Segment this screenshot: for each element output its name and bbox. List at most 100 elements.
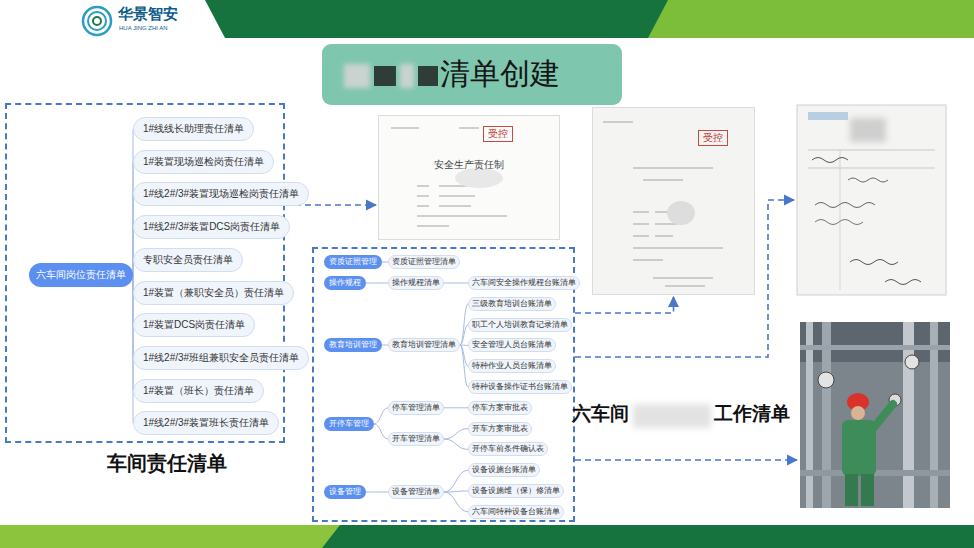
node-text: 三级教育培训台账清单 <box>472 299 552 308</box>
tree-connector <box>444 491 468 492</box>
node-text: 资质证照管理清单 <box>392 257 456 266</box>
list-pill: 三级教育培训台账清单 <box>468 297 556 311</box>
list-pill: 1#装置DCS岗责任清单 <box>133 313 255 337</box>
dashed-arrow <box>575 297 674 313</box>
node-text: 开停车管理 <box>329 419 369 428</box>
document-image: 受控安全生产责任制 <box>378 115 560 240</box>
title-text: 清单创建 <box>440 54 560 95</box>
document-art <box>593 108 755 295</box>
list-pill: 设备管理清单 <box>388 485 444 499</box>
tree-connector <box>374 408 388 424</box>
node-text: 特种作业人员台账清单 <box>472 361 552 370</box>
root-pill: 六车间岗位责任清单 <box>29 263 133 287</box>
node-text: 1#线线长助理责任清单 <box>143 123 244 134</box>
tree-connector <box>460 345 468 387</box>
list-pill: 1#线线长助理责任清单 <box>133 117 254 141</box>
header-band <box>205 0 974 38</box>
list-pill: 职工个人培训教育记录清单 <box>468 318 572 332</box>
title-banner: 清单创建 <box>322 44 622 105</box>
node-text: 资质证照管理 <box>329 257 377 266</box>
node-text: 1#线2#/3#班组兼职安全员责任清单 <box>143 352 299 363</box>
node-text: 设备设施台账清单 <box>472 465 536 474</box>
node-text: 教育培训管理清单 <box>392 340 456 349</box>
list-pill: 教育培训管理清单 <box>388 338 460 352</box>
list-pill: 1#线2#/3#装置现场巡检岗责任清单 <box>133 182 309 206</box>
list-pill: 停车管理清单 <box>388 401 444 415</box>
category-pill: 资质证照管理 <box>324 255 382 269</box>
list-pill: 六车间安全操作规程台账清单 <box>468 276 580 290</box>
node-text: 停车管理清单 <box>392 403 440 412</box>
category-pill: 操作规程 <box>324 276 366 290</box>
blur-patch <box>633 404 711 428</box>
tree-connector <box>444 407 468 408</box>
node-text: 开车管理清单 <box>392 434 440 443</box>
document-photo: 受控 <box>592 107 755 295</box>
node-text: 六车间特种设备台账清单 <box>472 507 560 516</box>
tree-connector <box>366 492 388 493</box>
list-pill: 专职安全员责任清单 <box>133 248 243 272</box>
list-pill: 开车方案审批表 <box>468 422 532 436</box>
node-text: 1#装置（兼职安全员）责任清单 <box>143 287 284 298</box>
node-text: 专职安全员责任清单 <box>143 254 233 265</box>
list-pill: 特种作业人员台账清单 <box>468 359 556 373</box>
list-pill: 操作规程清单 <box>388 276 444 290</box>
list-pill: 1#装置现场巡检岗责任清单 <box>133 150 274 174</box>
category-pill: 教育培训管理 <box>324 338 382 352</box>
list-pill: 设备设施维（保）修清单 <box>468 484 564 498</box>
node-text: 开停车前条件确认表 <box>472 444 544 453</box>
node-text: 开车方案审批表 <box>472 424 528 433</box>
node-text: 设备管理清单 <box>392 487 440 496</box>
stamp-text: 受控 <box>483 126 513 142</box>
tree-connector <box>460 325 468 345</box>
category-pill: 开停车管理 <box>324 417 374 431</box>
node-text: 操作规程清单 <box>392 278 440 287</box>
node-text: 1#线2#/3#装置DCS岗责任清单 <box>143 221 280 232</box>
dashed-group: 资质证照管理 资质证照管理清单操作规程 操作规程清单 六车间安全操作规程台账清单教育培… <box>312 247 575 522</box>
logo-text: 华景智安 <box>118 5 178 23</box>
list-pill: 1#装置（兼职安全员）责任清单 <box>133 281 294 305</box>
node-text: 1#线2#/3#装置现场巡检岗责任清单 <box>143 188 299 199</box>
node-text: 1#线2#/3#装置班长责任清单 <box>143 417 269 428</box>
dashed-group: 车间责任清单六车间岗位责任清单1#线线长助理责任清单1#装置现场巡检岗责任清单1… <box>5 103 285 443</box>
tree-connector <box>366 283 388 284</box>
node-text: 安全管理人员台账清单 <box>472 340 552 349</box>
node-text: 停车方案审批表 <box>472 403 528 412</box>
node-text: 1#装置现场巡检岗责任清单 <box>143 156 264 167</box>
document-photo <box>797 105 946 295</box>
list-pill: 资质证照管理清单 <box>388 255 460 269</box>
tree-connector <box>133 129 134 275</box>
list-pill: 特种设备操作证书台账清单 <box>468 380 572 394</box>
node-text: 设备设施维（保）修清单 <box>472 486 560 495</box>
list-pill: 1#装置（班长）责任清单 <box>133 379 264 403</box>
document-art <box>379 116 560 240</box>
stamp-text: 受控 <box>698 130 728 146</box>
list-pill: 开车管理清单 <box>388 432 444 446</box>
node-text: 1#装置（班长）责任清单 <box>143 385 254 396</box>
tree-connector <box>444 283 468 284</box>
logo-subtext: HUA JING ZHI AN <box>119 25 168 32</box>
tree-connector <box>133 227 134 275</box>
node-text: 六车间安全操作规程台账清单 <box>472 278 576 287</box>
caption-text: 六车间 <box>572 403 629 426</box>
worker-photo <box>800 322 950 508</box>
tree-connector <box>444 470 468 492</box>
node-text: 职工个人培训教育记录清单 <box>472 320 568 329</box>
node-text: 设备管理 <box>329 487 361 496</box>
footer-band <box>0 525 974 548</box>
list-pill: 1#线2#/3#班组兼职安全员责任清单 <box>133 346 309 370</box>
node-text: 特种设备操作证书台账清单 <box>472 382 568 391</box>
document-title: 安全生产责任制 <box>379 158 559 172</box>
tree-connector <box>444 429 468 439</box>
list-pill: 六车间特种设备台账清单 <box>468 505 564 519</box>
list-pill: 1#线2#/3#装置DCS岗责任清单 <box>133 215 290 239</box>
tree-connector <box>374 424 388 439</box>
node-text: 1#装置DCS岗责任清单 <box>143 319 245 330</box>
list-pill: 安全管理人员台账清单 <box>468 338 556 352</box>
list-pill: 停车方案审批表 <box>468 401 532 415</box>
list-pill: 设备设施台账清单 <box>468 463 540 477</box>
logo-icon <box>83 7 111 35</box>
tree-connector <box>444 492 468 512</box>
category-pill: 设备管理 <box>324 485 366 499</box>
node-text: 教育培训管理 <box>329 340 377 349</box>
